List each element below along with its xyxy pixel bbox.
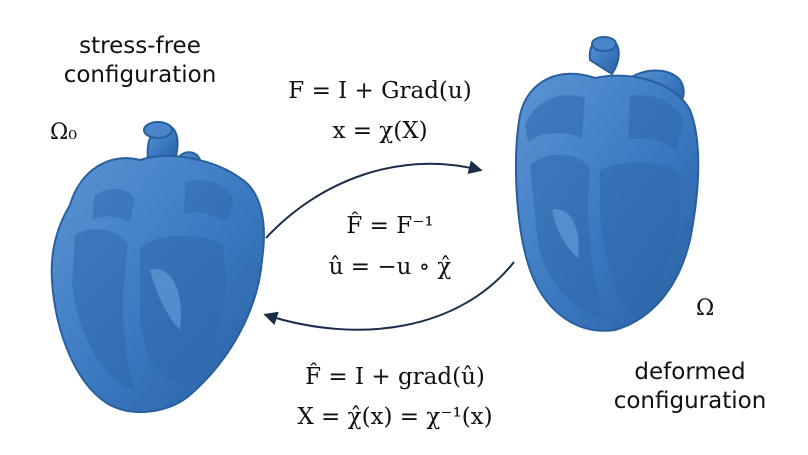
inverse-equation-gradient: F̂ = F⁻¹ [346,213,434,239]
inverse-equation-map: X = χ̂(x) = χ⁻¹(x) [297,404,493,430]
inverse-equation-deformation-gradient: F̂ = I + grad(û) [305,364,485,390]
deformed-label-line1: deformed [634,359,746,385]
deformed-heart-image [515,36,700,332]
stress-free-label: stress-free configuration [40,32,240,90]
omega0-label: Ω₀ [50,120,78,145]
stress-free-heart-image [50,121,265,413]
omega-label: Ω [696,296,715,321]
forward-map-arrow [265,160,483,239]
inverse-map-arrow [263,261,515,331]
deformed-label-line2: configuration [613,388,767,414]
inverse-equation-displacement: û = −u ∘ χ̂ [328,254,452,280]
forward-equation-map: x = χ(X) [332,118,428,144]
stress-free-label-line2: configuration [63,62,217,88]
forward-equation-deformation-gradient: F = I + Grad(u) [288,78,472,104]
deformed-label: deformed configuration [590,358,790,416]
stress-free-label-line1: stress-free [79,33,201,59]
